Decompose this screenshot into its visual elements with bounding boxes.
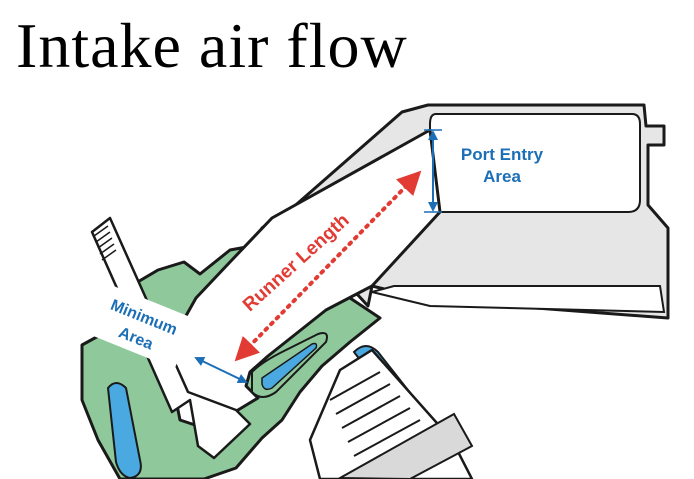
port-entry-label-line2: Area: [483, 167, 521, 186]
page-title: Intake air flow: [16, 10, 408, 81]
runner-length-arrow: [234, 170, 422, 362]
port-entry-area-marker: [424, 129, 442, 213]
minimum-area-marker: [194, 356, 248, 384]
coolant-passage: [106, 382, 142, 479]
piston-assembly: [308, 348, 474, 479]
minimum-area-label-bg: [91, 285, 195, 369]
port-entry-label-line1: Port Entry: [461, 145, 544, 164]
